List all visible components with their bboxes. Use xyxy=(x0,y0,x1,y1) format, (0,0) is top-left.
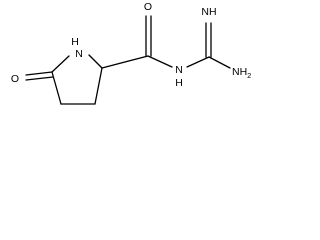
amine-nh2-main-text: NH xyxy=(232,66,247,78)
amide-oxygen-label: O xyxy=(144,1,152,13)
bond-guan-amine xyxy=(208,56,231,69)
atom-label-layer: H N O O N H NH NH2 xyxy=(11,1,251,89)
imine-nh-label: NH xyxy=(201,6,216,18)
bond-layer xyxy=(25,15,231,105)
amine-nh2-subscript-text: 2 xyxy=(247,71,251,80)
amide-nh-n-label: N xyxy=(175,64,183,76)
bond-lactam-ring-n xyxy=(51,55,70,73)
bond-amide-c-n xyxy=(147,55,173,68)
ring-nh-n-label: N xyxy=(75,48,83,60)
lactam-oxygen-label: O xyxy=(11,73,19,85)
bond-amide-n-guan-c xyxy=(186,56,210,68)
bond-alpha-beta xyxy=(94,67,103,105)
bond-lactam-o-a xyxy=(25,71,53,76)
bond-alpha-amide-c xyxy=(101,55,149,69)
bond-ring-n-alpha xyxy=(88,54,103,69)
ring-nh-h-label: H xyxy=(71,36,79,48)
chemical-structure-diagram: H N O O N H NH NH2 xyxy=(11,1,251,105)
amine-nh2-label: NH2 xyxy=(232,66,251,80)
bond-lactam-o-b xyxy=(25,76,54,81)
amide-nh-h-label: H xyxy=(175,77,183,89)
